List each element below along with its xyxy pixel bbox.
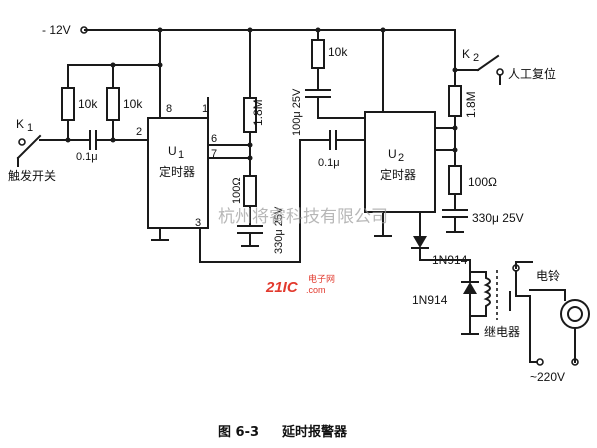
k1-sub: 1 xyxy=(27,122,33,134)
c-in1-label: 0.1μ xyxy=(76,151,98,163)
figure-caption: 图 6-3 延时报警器 xyxy=(218,424,348,440)
u1-timing-network: 1.8M 100Ω 330μ 25V xyxy=(207,29,285,254)
u1-pin7: 7 xyxy=(211,148,217,160)
k2-caption: 人工复位 xyxy=(508,66,556,81)
r-timing2-label: 1.8M xyxy=(464,91,478,118)
timer-u2: U 2 定时器 xyxy=(364,111,436,237)
c-top2-label: 100μ 25V xyxy=(291,88,303,136)
figure-number: 图 6-3 xyxy=(218,425,259,440)
r2-label: 10k xyxy=(123,97,143,111)
resistor-100-2 xyxy=(448,165,462,195)
d2-label: 1N914 xyxy=(412,293,448,307)
bell-label: 电铃 xyxy=(536,268,560,283)
c-timing1-label: 330μ 25V xyxy=(273,206,285,254)
relay-label: 继电器 xyxy=(484,325,520,339)
watermark: 杭州将睿科技有限公司 xyxy=(218,207,388,227)
u1-sub: 1 xyxy=(178,149,184,161)
u1-caption: 定时器 xyxy=(159,164,195,179)
u1-output-link: 0.1μ xyxy=(199,130,366,263)
d1-arrow xyxy=(413,236,427,248)
resistor-100-1 xyxy=(243,175,257,207)
c-in2-label: 0.1μ xyxy=(318,157,340,169)
r-100-2-label: 100Ω xyxy=(468,175,497,189)
trigger-switch-k1: K 1 触发开关 xyxy=(8,117,69,183)
left-resistor-network: 10k 10k xyxy=(61,62,163,143)
k1-terminal xyxy=(18,138,26,146)
reset-switch-k2: K 2 人工复位 xyxy=(454,47,556,85)
r-top2-label: 10k xyxy=(328,45,348,59)
timer-u2-body xyxy=(364,111,436,213)
u2-caption: 定时器 xyxy=(380,167,416,182)
bell-circuit: 电铃 ~220V xyxy=(509,261,590,384)
mains-terminal-b xyxy=(571,358,579,366)
k2-name: K xyxy=(462,47,470,61)
u2-bias-network: 10k 100μ 25V xyxy=(291,39,366,136)
k2-sub: 2 xyxy=(473,52,479,64)
resistor-r1 xyxy=(61,87,75,121)
u1-pin1: 1 xyxy=(202,103,208,115)
k1-name: K xyxy=(16,117,24,131)
d2-arrow xyxy=(463,282,477,294)
u2-timing-network: 1.8M 100Ω 330μ 25V xyxy=(434,67,524,233)
u1-pin3: 3 xyxy=(195,217,201,229)
u1-name: U xyxy=(168,144,177,158)
bell-inner xyxy=(567,306,583,322)
r-timing1-label: 1.8M xyxy=(251,99,265,126)
timer-u1: U 1 定时器 8 1 2 6 7 3 xyxy=(136,97,217,241)
site-logo: 21IC 电子网 .com xyxy=(265,273,335,296)
mains-label: ~220V xyxy=(530,370,565,384)
c-timing2-label: 330μ 25V xyxy=(472,211,524,225)
u1-pin6: 6 xyxy=(211,133,217,145)
supply-terminal xyxy=(80,26,88,34)
r-100-1-label: 100Ω xyxy=(231,177,243,204)
resistor-1m8-2 xyxy=(448,85,462,117)
relay-coil xyxy=(483,271,491,317)
u1-pin2: 2 xyxy=(136,126,142,138)
input-capacitor-1: 0.1μ xyxy=(67,130,149,163)
logo-sub1: 电子网 xyxy=(308,273,335,284)
supply-label: - 12V xyxy=(42,23,71,37)
u1-pin8: 8 xyxy=(166,103,172,115)
r1-label: 10k xyxy=(78,97,98,111)
logo-main: 21IC xyxy=(265,279,299,296)
bell-outer xyxy=(560,299,590,329)
logo-sub2: .com xyxy=(306,285,326,295)
relay-assembly: 1N914 继电器 xyxy=(412,270,520,339)
figure-title: 延时报警器 xyxy=(281,424,348,440)
timer-u1-body xyxy=(147,117,209,229)
k1-blade xyxy=(16,134,42,160)
u2-sub: 2 xyxy=(398,152,404,164)
diode-d1: 1N914 xyxy=(411,236,471,273)
k2-blade xyxy=(476,54,500,72)
k1-caption: 触发开关 xyxy=(8,168,56,183)
resistor-r2 xyxy=(106,87,120,121)
u2-name: U xyxy=(388,147,397,161)
resistor-10k-top2 xyxy=(311,39,325,69)
